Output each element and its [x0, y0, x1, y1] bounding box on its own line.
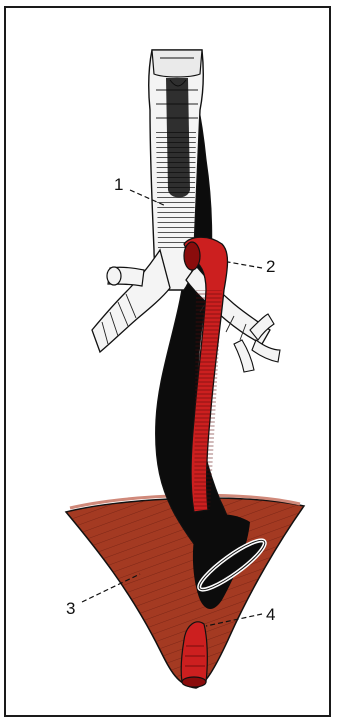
label-3: 3 [66, 600, 75, 617]
label-4: 4 [266, 606, 275, 623]
label-1: 1 [114, 176, 123, 193]
leader-line-2 [228, 262, 262, 268]
label-2: 2 [266, 258, 275, 275]
